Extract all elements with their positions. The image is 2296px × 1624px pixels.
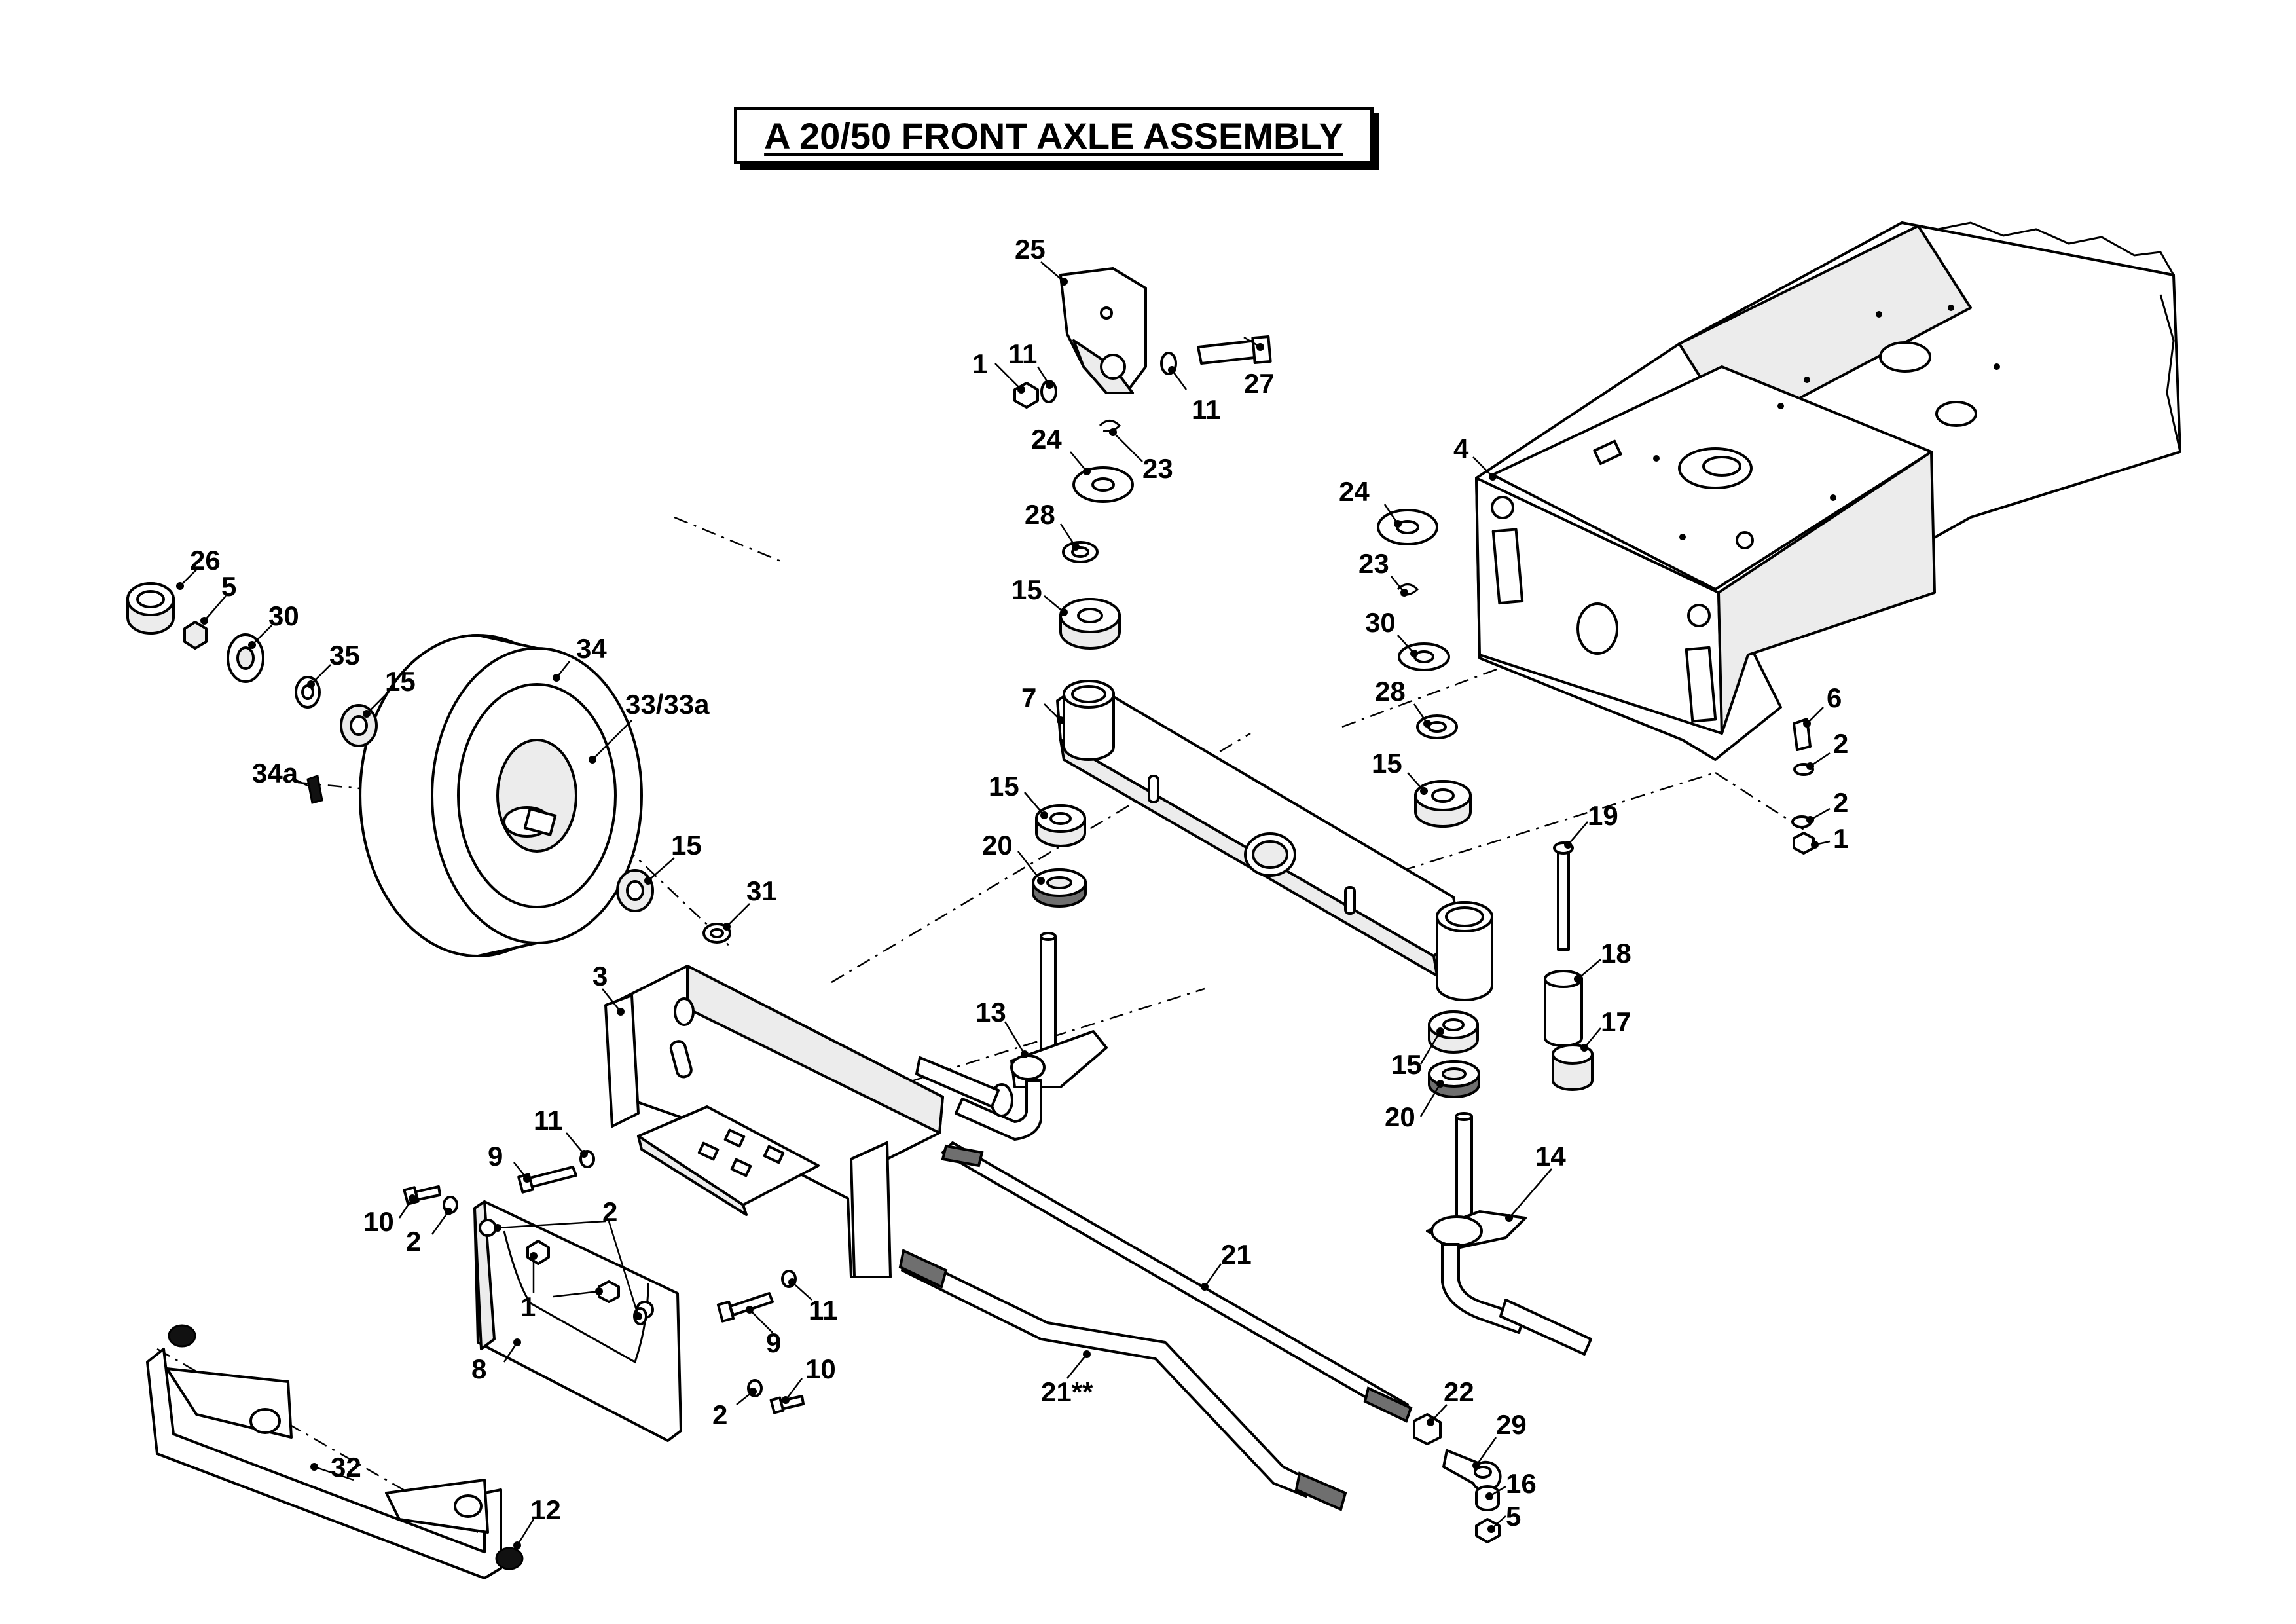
leader-lines xyxy=(176,261,1831,1549)
tie-rod-end xyxy=(1413,1413,1502,1543)
callout-24: 24 xyxy=(1031,424,1062,454)
callout-16: 16 xyxy=(1506,1468,1537,1499)
callout-34a: 34a xyxy=(252,758,299,788)
callout-27: 27 xyxy=(1244,368,1275,399)
main-frame xyxy=(1475,221,2181,761)
callout-20: 20 xyxy=(1385,1101,1415,1132)
callout-28: 28 xyxy=(1375,676,1406,707)
callout-15: 15 xyxy=(1372,748,1402,779)
callout-2: 2 xyxy=(1833,787,1848,818)
left-spindle xyxy=(915,932,1108,1141)
callout-34: 34 xyxy=(576,633,607,664)
callout-28: 28 xyxy=(1025,499,1055,530)
callout-15: 15 xyxy=(989,771,1019,802)
callout-2: 2 xyxy=(406,1226,421,1257)
callout-2: 2 xyxy=(602,1196,617,1227)
callout-12: 12 xyxy=(530,1494,561,1525)
title-box: A 20/50 FRONT AXLE ASSEMBLY xyxy=(734,107,1374,164)
callout-1: 1 xyxy=(1833,823,1848,854)
callout-1: 1 xyxy=(972,348,987,379)
callout-7: 7 xyxy=(1021,682,1036,713)
top-hardware xyxy=(1013,335,1272,650)
axle-support-bracket xyxy=(604,965,944,1278)
callout-19: 19 xyxy=(1588,800,1618,831)
callout-10: 10 xyxy=(363,1206,394,1237)
tie-rods xyxy=(898,1141,1413,1511)
callout-5: 5 xyxy=(1506,1501,1521,1532)
callout-31: 31 xyxy=(746,876,777,906)
callout-13: 13 xyxy=(975,997,1006,1027)
callout-6: 6 xyxy=(1827,682,1842,713)
callout-21-alt: 21** xyxy=(1041,1376,1093,1407)
callout-26: 26 xyxy=(190,545,221,576)
wheel-assembly xyxy=(306,634,643,957)
callout-11: 11 xyxy=(1192,394,1220,425)
callout-11: 11 xyxy=(534,1105,562,1135)
callout-5: 5 xyxy=(221,571,236,602)
callout-2: 2 xyxy=(712,1399,727,1430)
front-plate xyxy=(473,1200,682,1442)
callout-20: 20 xyxy=(982,830,1013,860)
callout-18: 18 xyxy=(1601,938,1631,969)
callout-11: 11 xyxy=(809,1295,837,1325)
callout-24: 24 xyxy=(1339,476,1370,507)
callout-1: 1 xyxy=(520,1291,536,1322)
callout-30: 30 xyxy=(268,600,299,631)
callout-2: 2 xyxy=(1833,728,1848,759)
spindle-washers xyxy=(1032,804,1480,1098)
callout-15: 15 xyxy=(1391,1049,1422,1080)
callout-14: 14 xyxy=(1535,1141,1566,1172)
callout-30: 30 xyxy=(1365,607,1396,638)
callout-29: 29 xyxy=(1496,1409,1527,1440)
callout-10: 10 xyxy=(805,1354,836,1384)
callout-9: 9 xyxy=(766,1327,781,1358)
axle-beam xyxy=(1056,680,1493,1001)
right-spindle xyxy=(1426,1112,1592,1356)
callout-21: 21 xyxy=(1221,1239,1252,1270)
callout-11: 11 xyxy=(1008,339,1037,369)
callout-17: 17 xyxy=(1601,1006,1631,1037)
callout-9: 9 xyxy=(488,1141,503,1172)
callout-3: 3 xyxy=(592,961,608,991)
callout-15: 15 xyxy=(671,830,702,860)
callout-4: 4 xyxy=(1453,434,1469,464)
pivot-bracket xyxy=(1059,267,1147,394)
callout-labels: 25 1 11 11 27 24 23 28 15 7 15 20 13 15 … xyxy=(190,234,1848,1532)
callout-15: 15 xyxy=(385,666,416,697)
callout-33-33a: 33/33a xyxy=(625,689,710,720)
callout-22: 22 xyxy=(1444,1376,1474,1407)
callout-32: 32 xyxy=(331,1452,361,1483)
callout-23: 23 xyxy=(1142,453,1173,484)
callout-23: 23 xyxy=(1358,548,1389,579)
front-bumper xyxy=(146,1324,524,1579)
callout-8: 8 xyxy=(471,1354,486,1384)
callout-25: 25 xyxy=(1015,234,1046,265)
callout-35: 35 xyxy=(329,640,360,671)
diagram-title: A 20/50 FRONT AXLE ASSEMBLY xyxy=(764,115,1343,157)
callout-15: 15 xyxy=(1011,574,1042,605)
